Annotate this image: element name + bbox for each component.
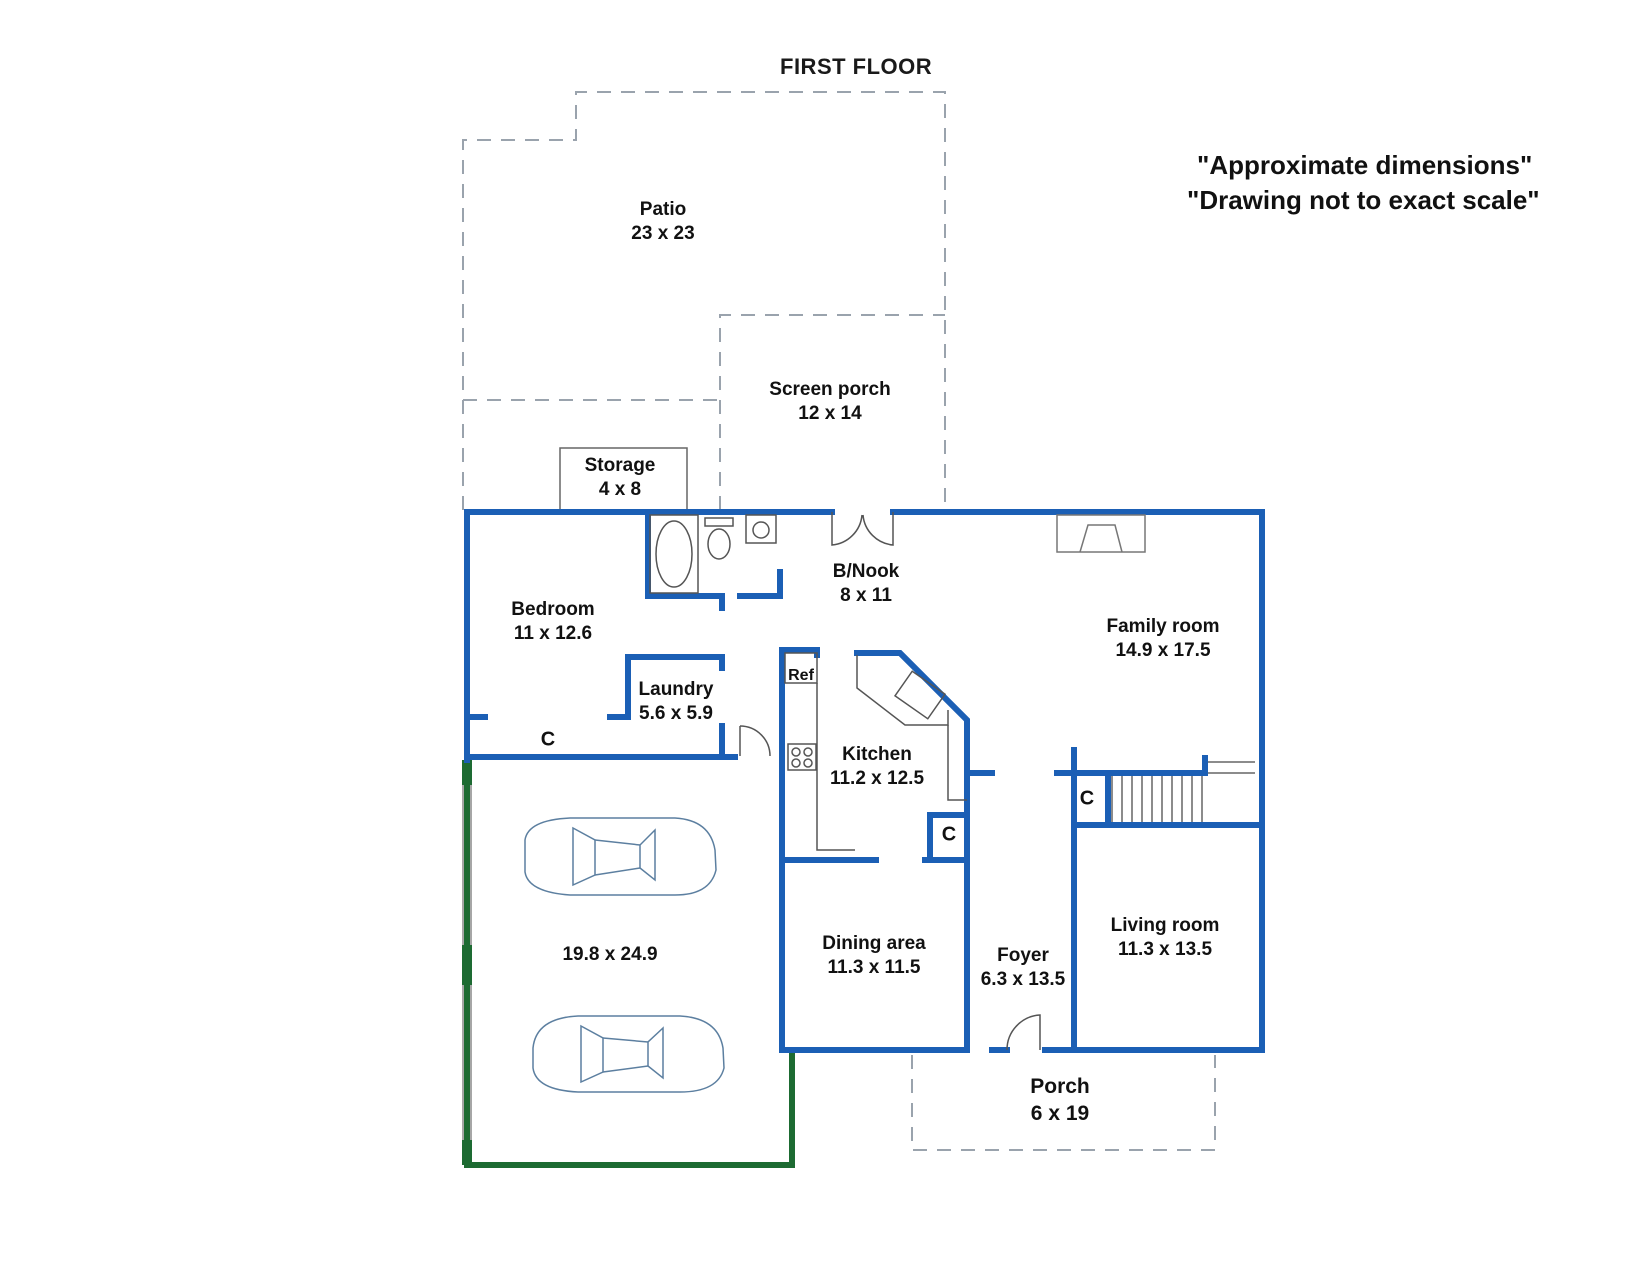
room-name: Porch [1030, 1075, 1090, 1098]
room-patio: Patio 23 x 23 [631, 198, 694, 246]
kitchen-fixtures [784, 652, 967, 851]
room-size: 6 x 19 [1030, 1102, 1090, 1125]
room-size: 14.9 x 17.5 [1115, 640, 1211, 661]
car-top [524, 817, 717, 896]
dashed-outlines [462, 91, 1216, 1151]
fireplace [1056, 514, 1146, 553]
room-foyer: Foyer 6.3 x 13.5 [981, 944, 1066, 992]
screen-porch-outline [719, 314, 945, 510]
room-name: Dining area [822, 933, 926, 954]
stairs [1111, 761, 1255, 822]
room-laundry: Laundry 5.6 x 5.9 [639, 678, 714, 726]
room-bedroom: Bedroom 11 x 12.6 [511, 598, 594, 646]
door-swings [739, 512, 1041, 1051]
room-name: Kitchen [842, 744, 912, 765]
room-size: 6.3 x 13.5 [980, 969, 1066, 990]
note-not-to-scale: "Drawing not to exact scale" [1187, 185, 1540, 215]
interior-walls [464, 509, 1265, 1053]
garage-wall-bar [462, 1140, 472, 1165]
room-size: 23 x 23 [631, 223, 695, 244]
room-size: 5.6 x 5.9 [639, 703, 713, 724]
room-size: 11 x 12.6 [513, 623, 593, 644]
room-size: 19.8 x 24.9 [562, 944, 658, 965]
room-dining-area: Dining area 11.3 x 11.5 [822, 932, 925, 980]
room-name: Laundry [638, 679, 714, 700]
garage-openings [462, 785, 472, 1140]
room-size: 4 x 8 [598, 479, 642, 500]
room-porch: Porch 6 x 19 [1030, 1073, 1090, 1127]
room-screen-porch: Screen porch 12 x 14 [769, 378, 890, 426]
porch-outline [911, 1055, 1216, 1151]
patio-outline [462, 91, 946, 510]
closet-kitchen: C [941, 823, 957, 846]
room-name: Screen porch [769, 379, 891, 400]
room-size: 8 x 11 [840, 585, 892, 606]
bath-fixtures [649, 514, 777, 594]
room-kitchen: Kitchen 11.2 x 12.5 [830, 743, 924, 791]
room-name: Living room [1110, 915, 1220, 936]
car-bottom [532, 1015, 725, 1093]
room-storage: Storage 4 x 8 [585, 454, 656, 502]
room-size: 11.3 x 11.5 [827, 957, 921, 978]
room-size: 11.3 x 13.5 [1117, 939, 1213, 960]
plan-title: FIRST FLOOR [780, 54, 933, 79]
closet-bedroom: C [540, 728, 556, 751]
note-approximate-dimensions: "Approximate dimensions" [1197, 150, 1533, 180]
garage-wall-bar [462, 945, 472, 985]
room-living-room: Living room 11.3 x 13.5 [1111, 914, 1220, 962]
room-name: Foyer [997, 945, 1049, 966]
room-size: 12 x 14 [798, 403, 862, 424]
refrigerator-label: Ref [788, 667, 814, 684]
garage-wall-bar [462, 760, 472, 785]
room-size: 11.2 x 12.5 [829, 768, 925, 789]
room-family-room: Family room 14.9 x 17.5 [1107, 615, 1220, 663]
room-name: Bedroom [511, 599, 595, 620]
room-name: Family room [1106, 616, 1220, 637]
room-bnook: B/Nook 8 x 11 [833, 560, 900, 608]
room-name: Patio [639, 199, 687, 220]
closet-stair: C [1079, 787, 1095, 810]
room-name: Storage [584, 455, 656, 476]
room-garage: 19.8 x 24.9 [562, 943, 657, 967]
room-name: B/Nook [832, 561, 900, 582]
